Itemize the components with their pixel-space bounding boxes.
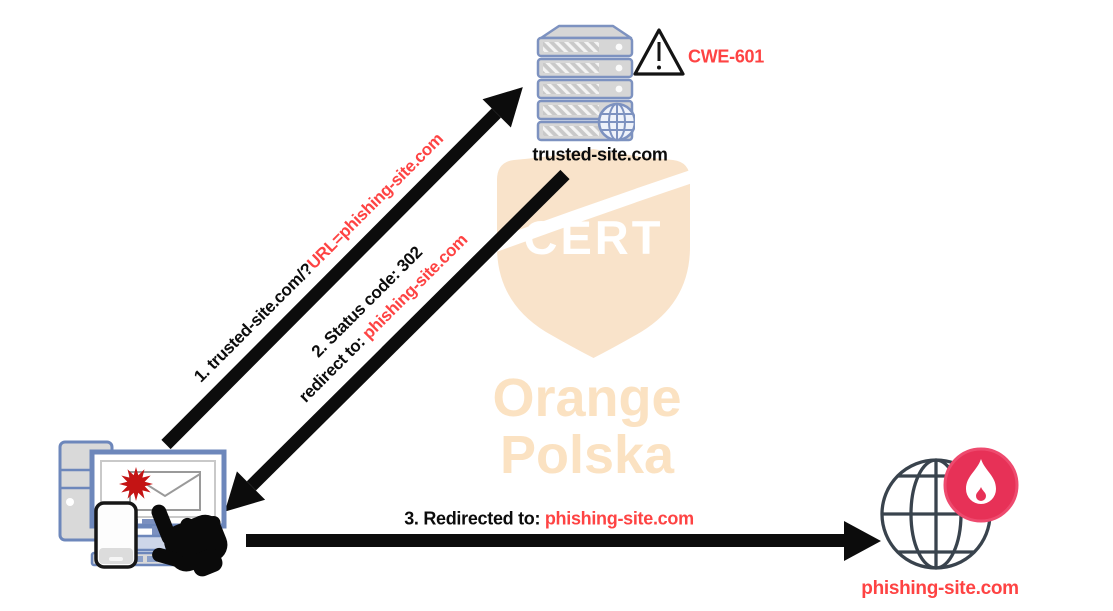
step3-label: 3. Redirected to: phishing-site.com [404,509,694,530]
server-icon [536,24,635,142]
flame-badge-icon [943,447,1019,523]
server-globe-icon [597,102,635,142]
shield-cert-text: CERT [524,211,664,264]
client-computer-icon [58,440,228,577]
step3-label-red: phishing-site.com [544,508,694,529]
hand-cursor-icon [151,504,228,577]
arrow-step3-redirected [246,520,881,561]
phishing-globe-icon [880,447,1019,570]
arrowhead-step1 [482,72,537,128]
watermark-brand-line2: Polska [499,425,675,485]
step3-label-black: 3. Redirected to: [404,508,545,529]
trusted-server-label: trusted-site.com [532,144,668,165]
watermark-brand-line1: Orange [492,368,682,428]
virus-icon [119,467,153,501]
arrowhead-step3 [844,520,881,561]
warning-triangle-icon [633,28,685,76]
smartphone-icon [94,501,138,569]
phishing-site-label: phishing-site.com [861,578,1019,599]
watermark-brand-text: Orange Polska [492,370,681,484]
shield-swoosh [488,168,699,254]
cwe-label: CWE-601 [688,46,764,67]
cert-shield-watermark: CERT [488,149,699,358]
